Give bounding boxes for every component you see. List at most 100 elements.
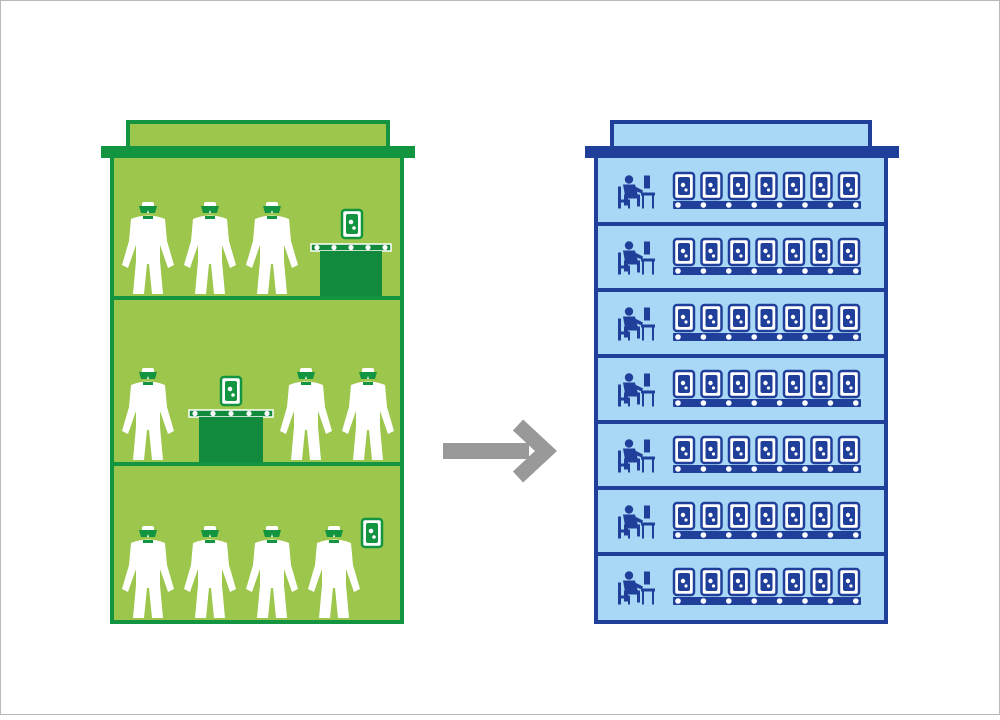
conveyor-roller — [853, 268, 859, 274]
conveyor-roller — [726, 466, 732, 472]
table-roller — [228, 410, 234, 417]
table-roller — [192, 410, 198, 417]
right-floor-divider — [596, 288, 886, 292]
conveyor-roller — [726, 268, 732, 274]
conveyor-roller — [853, 202, 859, 208]
table-roller — [210, 410, 216, 417]
right-floor-divider — [596, 222, 886, 226]
right-floor — [618, 171, 861, 209]
conveyor-roller — [827, 466, 834, 472]
right-arrow-icon — [443, 419, 558, 483]
conveyor-roller — [726, 202, 732, 208]
conveyor-roller — [700, 334, 707, 340]
right-roof-ledge — [585, 146, 899, 158]
right-floor-divider — [596, 552, 886, 556]
conveyor-roller — [700, 268, 707, 274]
conveyor-roller — [802, 334, 808, 340]
conveyor-roller — [700, 202, 707, 208]
table-roller — [382, 244, 388, 251]
conveyor-roller — [751, 268, 757, 274]
conveyor-roller — [726, 400, 732, 406]
conveyor-roller — [827, 400, 834, 406]
conveyor-roller — [802, 268, 808, 274]
conveyor-roller — [700, 400, 707, 406]
conveyor-roller — [751, 334, 757, 340]
right-floor — [618, 567, 861, 605]
conveyor-roller — [853, 466, 859, 472]
right-floor-divider — [596, 486, 886, 490]
conveyor-roller — [776, 268, 783, 274]
conveyor-roller — [853, 334, 859, 340]
table-roller — [331, 244, 337, 251]
left-roof-ledge — [101, 146, 415, 158]
conveyor-roller — [827, 202, 834, 208]
table-roller — [314, 244, 320, 251]
left-floor-divider — [112, 296, 402, 300]
conveyor-roller — [751, 466, 757, 472]
right-floor — [618, 435, 861, 473]
conveyor-belt — [673, 465, 861, 473]
conveyor-roller — [827, 334, 834, 340]
arrow-shaft — [443, 443, 529, 459]
conveyor-roller — [853, 400, 859, 406]
conveyor-roller — [726, 598, 732, 604]
conveyor-roller — [675, 334, 681, 340]
conveyor-roller — [802, 400, 808, 406]
conveyor-belt — [673, 201, 861, 209]
conveyor-roller — [675, 598, 681, 604]
conveyor-roller — [776, 598, 783, 604]
right-floor-divider — [596, 354, 886, 358]
conveyor-belt — [673, 531, 861, 539]
conveyor-roller — [776, 334, 783, 340]
left-building-green — [101, 120, 415, 624]
conveyor-roller — [853, 532, 859, 538]
conveyor-belt — [673, 597, 861, 605]
conveyor-roller — [675, 466, 681, 472]
conveyor-roller — [675, 400, 681, 406]
conveyor-roller — [802, 532, 808, 538]
conveyor-roller — [700, 532, 707, 538]
conveyor-roller — [776, 466, 783, 472]
right-floor — [618, 369, 861, 407]
process-table-base — [199, 417, 263, 462]
left-floor — [122, 368, 394, 462]
right-floor-divider — [596, 420, 886, 424]
conveyor-roller — [726, 334, 732, 340]
table-roller — [348, 244, 354, 251]
conveyor-roller — [776, 202, 783, 208]
table-roller — [365, 244, 371, 251]
conveyor-roller — [675, 202, 681, 208]
conveyor-roller — [827, 598, 834, 604]
conveyor-roller — [776, 400, 783, 406]
conveyor-roller — [751, 532, 757, 538]
conveyor-roller — [700, 466, 707, 472]
table-roller — [246, 410, 252, 417]
right-floor — [618, 237, 861, 275]
conveyor-roller — [751, 400, 757, 406]
left-floor — [122, 202, 392, 296]
table-roller — [264, 410, 270, 417]
conveyor-roller — [751, 202, 757, 208]
conveyor-roller — [827, 268, 834, 274]
conveyor-belt — [673, 399, 861, 407]
conveyor-roller — [675, 532, 681, 538]
process-table-base — [320, 251, 382, 296]
conveyor-roller — [802, 466, 808, 472]
conveyor-roller — [776, 532, 783, 538]
conveyor-roller — [675, 268, 681, 274]
conveyor-roller — [726, 532, 732, 538]
right-floor — [618, 501, 861, 539]
conveyor-roller — [802, 598, 808, 604]
conveyor-belt — [673, 333, 861, 341]
conveyor-belt — [673, 267, 861, 275]
right-floor — [618, 303, 861, 341]
left-floor-divider — [112, 462, 402, 466]
conveyor-roller — [751, 598, 757, 604]
conveyor-roller — [802, 202, 808, 208]
conveyor-roller — [700, 598, 707, 604]
conveyor-roller — [827, 532, 834, 538]
conveyor-roller — [853, 598, 859, 604]
